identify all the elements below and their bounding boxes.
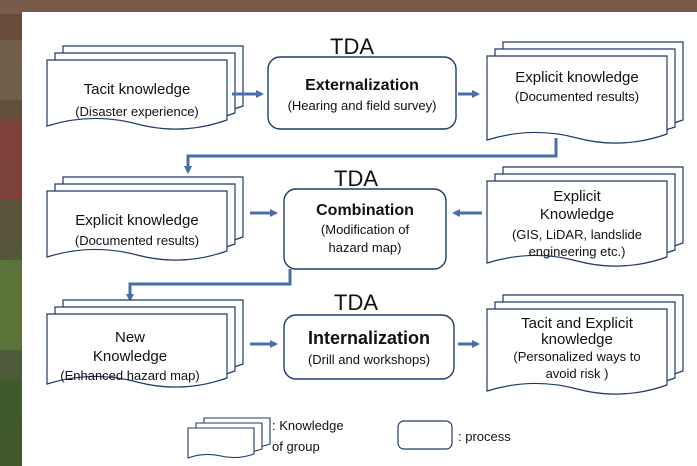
explicit-knowledge-title-1: Explicit knowledge [515,69,638,86]
legend-process-label: : process [458,429,511,444]
external-knowledge-subtitle-line2: engineering etc.) [529,244,626,259]
explicit-knowledge-title-2: Explicit knowledge [75,212,198,229]
new-knowledge-subtitle: (Enhanced hazard map) [60,368,199,383]
tda-label-3: TDA [334,290,378,315]
legend-knowledge-label-line2: of group [272,439,320,454]
external-knowledge-title-line2: Knowledge [540,206,614,223]
legend-process-icon [397,420,453,450]
internalization-title: Internalization [308,328,430,348]
externalization-title: Externalization [305,77,419,94]
internalization-subtitle: (Drill and workshops) [308,352,430,367]
row-2: TDA Explicit knowledge (Documented resul… [46,166,684,270]
connector-row1-to-row2 [184,138,558,174]
explicit-knowledge-external-stack: Explicit Knowledge (GIS, LiDAR, landslid… [486,166,684,267]
explicit-knowledge-subtitle-1: (Documented results) [515,89,639,104]
tacit-explicit-subtitle-line1: (Personalized ways to [513,349,640,364]
tacit-knowledge-title: Tacit knowledge [84,81,191,98]
tacit-explicit-knowledge-stack: Tacit and Explicit knowledge (Personaliz… [486,294,684,395]
row-1: TDA Tacit knowledge (Disaster experience… [46,34,684,144]
new-knowledge-title-line2: Knowledge [93,348,167,365]
combination-subtitle-line2: hazard map) [329,240,402,255]
explicit-knowledge-stack-2: Explicit knowledge (Documented results) [46,176,244,261]
tacit-knowledge-subtitle: (Disaster experience) [75,104,199,119]
tacit-explicit-title-line2: knowledge [541,331,613,348]
new-knowledge-title-line1: New [115,329,145,346]
external-knowledge-title-line1: Explicit [553,188,601,205]
legend-knowledge-icon [187,417,271,459]
internalization-process: Internalization (Drill and workshops) [283,314,455,380]
tacit-knowledge-stack: Tacit knowledge (Disaster experience) [46,45,244,130]
legend-knowledge-label-line1: : Knowledge [272,418,344,433]
tacit-explicit-subtitle-line2: avoid risk ) [546,366,609,381]
externalization-process: Externalization (Hearing and field surve… [267,56,457,130]
combination-process: Combination (Modification of hazard map) [283,188,447,270]
combination-title: Combination [316,202,414,219]
row-3: TDA New Knowledge (Enhanced hazard map) … [46,290,684,395]
external-knowledge-subtitle-line1: (GIS, LiDAR, landslide [512,227,642,242]
connector-row2-to-row3 [126,269,292,302]
combination-subtitle-line1: (Modification of [321,222,410,237]
legend: : Knowledge of group : process [187,417,511,459]
tda-label-1: TDA [330,34,374,59]
externalization-subtitle: (Hearing and field survey) [288,98,437,113]
new-knowledge-stack: New Knowledge (Enhanced hazard map) [46,299,244,388]
explicit-knowledge-subtitle-2: (Documented results) [75,233,199,248]
explicit-knowledge-stack-1: Explicit knowledge (Documented results) [486,41,684,144]
tda-label-2: TDA [334,166,378,191]
tacit-explicit-title-line1: Tacit and Explicit [521,315,634,332]
